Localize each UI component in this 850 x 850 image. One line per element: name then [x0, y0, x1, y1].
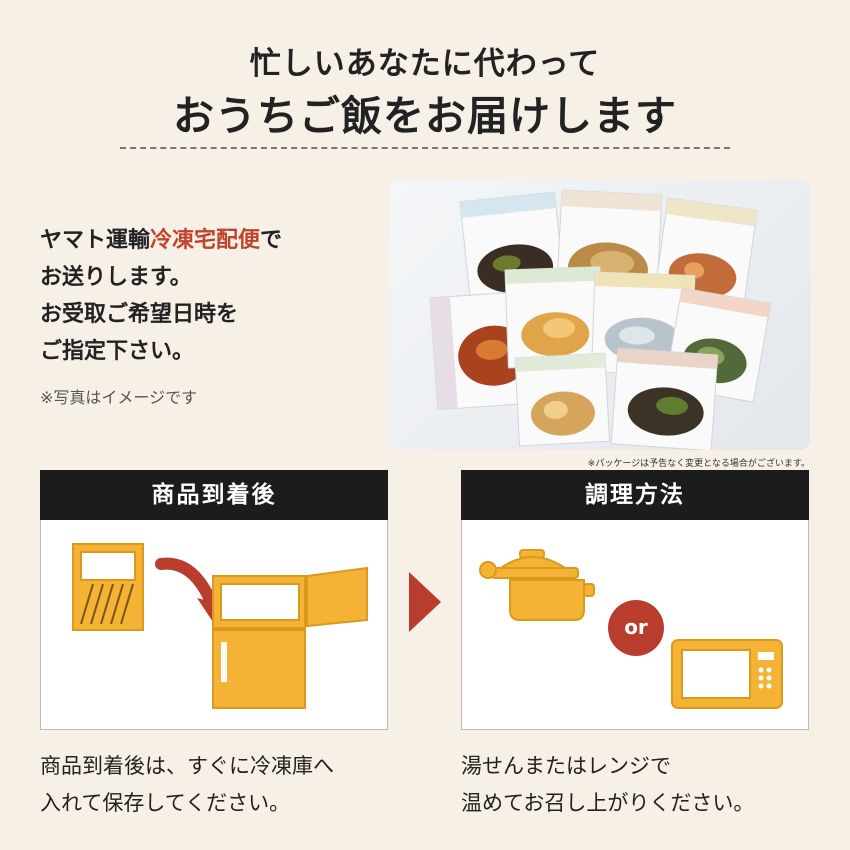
cooking-panel-title: 調理方法 [461, 470, 809, 520]
package [514, 352, 611, 447]
image-note: ※写真はイメージです [40, 388, 198, 407]
intro-line-1-post: で [260, 228, 283, 253]
package [504, 266, 604, 369]
arrival-instructions-line-2: 入れて保存してください。 [40, 791, 291, 815]
microwave-icon [671, 639, 783, 709]
freezer-icon [212, 566, 368, 709]
intro-text: ヤマト運輸冷凍宅配便で お送りします。 お受取ご希望日時を ご指定下さい。 [40, 222, 282, 370]
intro-line-3: お受取ご希望日時を [40, 302, 239, 327]
intro-line-1: ヤマト運輸冷凍宅配便で [40, 222, 282, 259]
package [610, 347, 719, 450]
package-icon [72, 543, 144, 631]
arrival-panel-body [40, 520, 388, 730]
pot-icon [479, 549, 595, 621]
package-change-caption: ※パッケージは予告なく変更となる場合がございます。 [587, 459, 810, 469]
product-photo [390, 180, 810, 450]
intro-line-1-pre: ヤマト運輸 [40, 228, 151, 253]
cooking-instructions-line-1: 湯せんまたはレンジで [461, 754, 671, 778]
cooking-instructions-line-2: 温めてお召し上がりください。 [461, 791, 755, 815]
product-packages-illustration [429, 189, 772, 450]
heading-title: おうちご飯をお届けします [173, 92, 677, 140]
freezer-storage-illustration [72, 543, 368, 709]
arrival-panel-title: 商品到着後 [40, 470, 388, 520]
intro-line-2: お送りします。 [40, 265, 192, 290]
cooking-instructions: 湯せんまたはレンジで 温めてお召し上がりください。 [461, 748, 754, 822]
intro-line-4: ご指定下さい。 [40, 339, 195, 364]
intro-accent-freezer-delivery: 冷凍宅配便 [150, 228, 261, 253]
or-badge: or [608, 600, 664, 656]
cooking-methods-illustration [479, 549, 783, 709]
dashed-divider [120, 147, 730, 149]
arrival-instructions-line-1: 商品到着後は、すぐに冷凍庫へ [40, 754, 334, 778]
heading-subtitle: 忙しいあなたに代わって [249, 46, 601, 82]
arrival-instructions: 商品到着後は、すぐに冷凍庫へ 入れて保存してください。 [40, 748, 334, 822]
next-step-arrow-icon [409, 572, 441, 632]
